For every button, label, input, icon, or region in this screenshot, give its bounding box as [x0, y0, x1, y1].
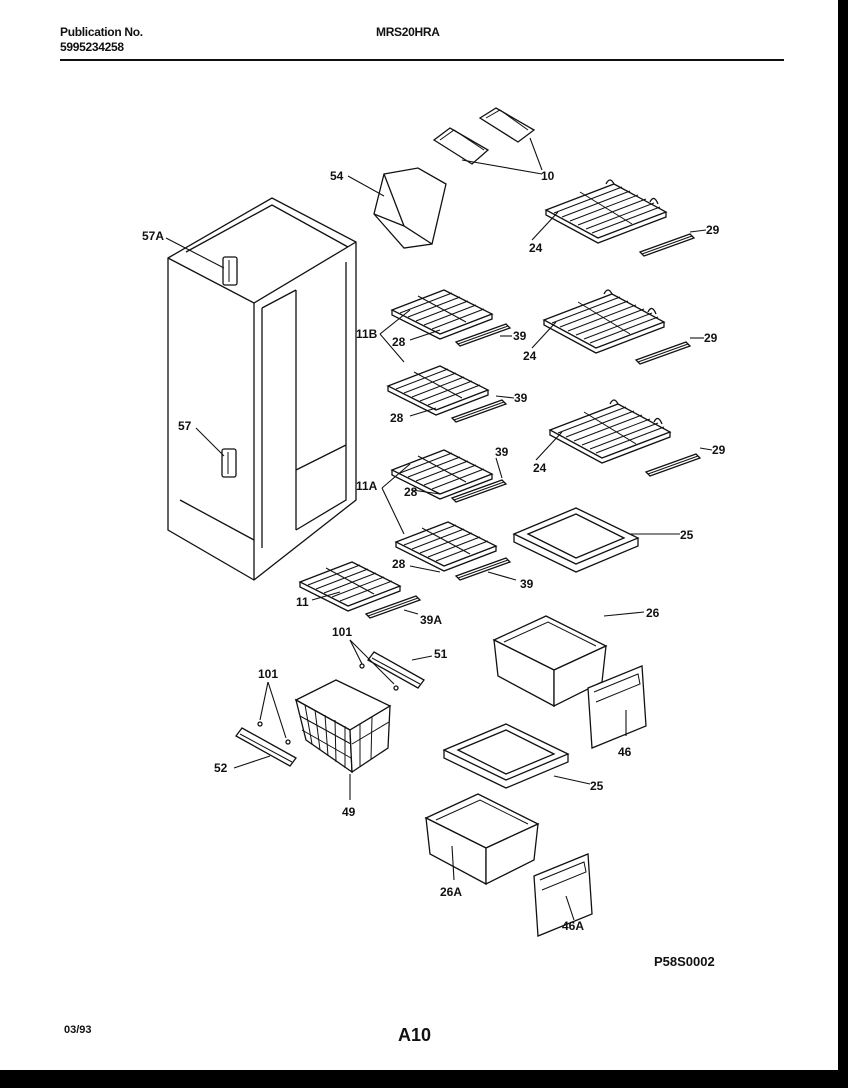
callout-26: 26: [646, 606, 660, 620]
ice-trays: [432, 107, 536, 165]
callout-57a: 57A: [142, 229, 164, 243]
callout-51: 51: [434, 647, 448, 661]
callout-28: 28: [404, 485, 418, 499]
hinge-bracket-57: [221, 448, 237, 478]
trim-29-low: [645, 453, 701, 477]
ice-bin: [373, 167, 447, 249]
callout-28: 28: [392, 557, 406, 571]
shelf-11b-lower: [387, 365, 489, 416]
callout-24: 24: [533, 461, 547, 475]
callout-11a: 11A: [356, 479, 378, 493]
trim-29-mid: [635, 341, 691, 365]
shelf-24-mid: [543, 289, 665, 354]
crisper-cover-25-upper: [513, 507, 639, 573]
callout-39: 39: [520, 577, 534, 591]
callout-39a: 39A: [420, 613, 442, 627]
publication-number: 5995234258: [60, 40, 124, 54]
callout-29: 29: [706, 223, 720, 237]
callout-57: 57: [178, 419, 192, 433]
leader-lines: [165, 137, 713, 921]
callout-46a: 46A: [562, 919, 584, 933]
hinge-bracket-57a: [222, 256, 238, 286]
callout-39: 39: [513, 329, 527, 343]
callout-101: 101: [332, 625, 352, 639]
parts-diagram-sheet: Publication No. 5995234258 MRS20HRA: [0, 0, 838, 1070]
callout-labels: 54 10 24 29 57A 11B 28 39 24 29 28 39 57…: [142, 169, 726, 933]
slide-rail-51: [359, 651, 425, 691]
callout-24: 24: [523, 349, 537, 363]
trim-29-top: [639, 233, 695, 257]
trim-39-a: [455, 323, 511, 347]
callout-101: 101: [258, 667, 278, 681]
callout-11: 11: [296, 595, 309, 609]
figure-code: P58S0002: [654, 954, 715, 969]
callout-24: 24: [529, 241, 543, 255]
callout-52: 52: [214, 761, 228, 775]
callout-28: 28: [390, 411, 404, 425]
header-rule: [60, 59, 784, 61]
model-number: MRS20HRA: [376, 25, 440, 39]
trim-39a: [365, 595, 421, 619]
callout-46: 46: [618, 745, 632, 759]
callout-25: 25: [590, 779, 604, 793]
basket-bracket-52: [235, 721, 297, 767]
shelf-11: [299, 561, 401, 612]
callout-49: 49: [342, 805, 356, 819]
callout-11b: 11B: [356, 327, 378, 341]
callout-10: 10: [541, 169, 555, 183]
page-number: A10: [398, 1025, 432, 1045]
shelf-24-top: [545, 179, 667, 244]
crisper-pan-26a: [425, 793, 539, 885]
callout-29: 29: [712, 443, 726, 457]
callout-28: 28: [392, 335, 406, 349]
cabinet-liner: [167, 197, 357, 581]
exploded-view: 54 10 24 29 57A 11B 28 39 24 29 28 39 57…: [142, 107, 726, 937]
shelf-11a-lower: [395, 521, 497, 572]
wire-basket-49: [294, 679, 392, 774]
callout-39: 39: [514, 391, 528, 405]
callout-29: 29: [704, 331, 718, 345]
trim-39-d: [455, 557, 511, 581]
callout-54: 54: [330, 169, 344, 183]
callout-39: 39: [495, 445, 509, 459]
trim-39-b: [451, 399, 507, 423]
callout-25: 25: [680, 528, 694, 542]
callout-26a: 26A: [440, 885, 462, 899]
revision-date: 03/93: [64, 1024, 92, 1036]
shelf-24-low: [549, 399, 671, 464]
crisper-cover-25-lower: [443, 723, 569, 789]
shelf-11b-upper: [391, 289, 493, 340]
publication-label: Publication No.: [60, 25, 143, 39]
